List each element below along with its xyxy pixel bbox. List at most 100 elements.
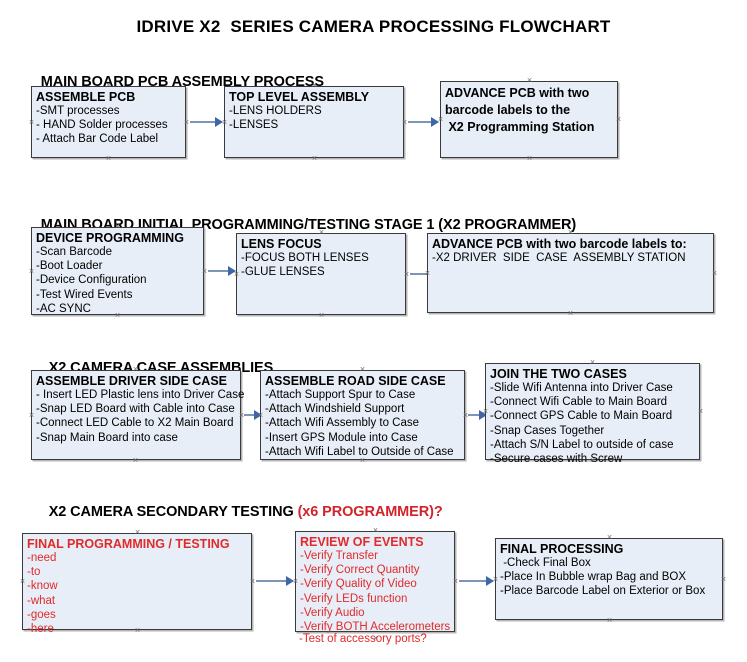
connection-handle-icon[interactable] [423,269,432,278]
connection-handle-icon[interactable] [113,311,122,320]
connection-handle-icon[interactable] [27,267,36,276]
box-assemble-driver-side-case[interactable]: ASSEMBLE DRIVER SIDE CASE - Insert LED P… [31,370,245,460]
arrow-shaft [468,414,486,416]
box-line: -need [27,552,57,564]
section-heading-red-suffix: (x6 PROGRAMMER)? [297,504,443,520]
box-line: -Verify LEDs function [300,592,408,605]
connection-handle-icon[interactable] [310,154,319,163]
box-line: -Place Barcode Label on Exterior or Box [500,585,706,598]
arrow-assemble-pcb-to-top-level-assembly [190,117,223,127]
box-line: -Boot Loader [36,260,103,273]
connection-handle-icon[interactable] [525,154,534,163]
box-line: -Connect GPS Cable to Main Board [490,410,673,423]
connection-handle-icon[interactable] [104,154,113,163]
connection-handle-icon[interactable] [220,118,229,127]
box-line: -goes [27,608,56,621]
section-heading-x2-camera-secondary-testing: X2 CAMERA SECONDARY TESTING (x6 PROGRAMM… [33,488,443,536]
connection-handle-icon[interactable] [566,228,575,237]
connection-handle-icon[interactable] [588,358,597,367]
connection-handle-icon[interactable] [371,526,380,535]
connection-handle-icon[interactable] [133,626,142,635]
box-line: -Connect LED Cable to X2 Main Board [36,417,234,430]
connection-handle-icon[interactable] [27,118,36,127]
box-line: -Verify Quality of Video [300,578,417,591]
box-title: ADVANCE PCB with two barcode labels to: [432,237,687,251]
connection-handle-icon[interactable] [232,270,241,279]
connection-handle-icon[interactable] [605,533,614,542]
connection-handle-icon[interactable] [371,634,380,643]
connection-handle-icon[interactable] [18,577,27,586]
box-line: - Insert LED Plastic lens into Driver Ca… [36,389,245,401]
box-line: -to [27,566,41,579]
box-line: -AC SYNC [36,302,91,315]
connection-handle-icon[interactable] [566,309,575,318]
connection-handle-icon[interactable] [133,528,142,537]
box-line: -Attach Windshield Support [265,403,405,416]
connection-handle-icon[interactable] [719,575,728,584]
connection-handle-icon[interactable] [291,577,300,586]
connection-handle-icon[interactable] [491,575,500,584]
box-line: -Snap LED Board with Cable into Case [36,403,235,416]
arrow-shaft [208,270,235,272]
box-top-level-assembly[interactable]: TOP LEVEL ASSEMBLY -LENS HOLDERS -LENSES [224,86,404,158]
arrow-shaft [256,580,293,582]
box-line: barcode labels to the [445,103,571,117]
box-line: -GLUE LENSES [241,266,325,279]
box-line: -Verify BOTH Accelerometers [300,621,451,634]
box-title: TOP LEVEL ASSEMBLY [229,90,370,104]
connection-handle-icon[interactable] [131,365,140,374]
box-line: -Scan Barcode [36,246,113,258]
box-title: ASSEMBLE PCB [36,90,136,104]
box-line: -Verify Audio [300,606,365,619]
arrow-head-icon [215,117,223,127]
box-advance-pcb-to-driver-side-case[interactable]: ADVANCE PCB with two barcode labels to: … [427,233,714,313]
box-device-programming[interactable]: DEVICE PROGRAMMING -Scan Barcode -Boot L… [31,227,204,315]
connection-handle-icon[interactable] [588,456,597,465]
arrow-review-of-events-to-final-processing [459,576,494,586]
connection-handle-icon[interactable] [27,411,36,420]
box-review-of-events[interactable]: REVIEW OF EVENTS -Verify Transfer -Verif… [295,531,455,634]
connection-handle-icon[interactable] [710,269,719,278]
arrow-shaft [244,414,261,416]
connection-handle-icon[interactable] [436,115,445,124]
box-line: -Test Wired Events [36,288,133,301]
box-advance-pcb-to-programming-station[interactable]: ADVANCE PCB with two barcode labels to t… [440,81,618,158]
connection-handle-icon[interactable] [525,76,534,85]
box-line: -Snap Cases Together [490,424,605,437]
connection-handle-icon[interactable] [317,311,326,320]
box-line: - HAND Solder processes [36,119,168,132]
connection-handle-icon[interactable] [481,407,490,416]
connection-handle-icon[interactable] [113,222,122,231]
connection-handle-icon[interactable] [614,115,623,124]
connection-handle-icon[interactable] [358,456,367,465]
box-title: DEVICE PROGRAMMING [36,231,184,245]
box-line: -here [27,623,54,636]
box-assemble-road-side-case[interactable]: ASSEMBLE ROAD SIDE CASE -Attach Support … [260,370,465,460]
box-line: -FOCUS BOTH LENSES [241,252,369,264]
connection-handle-icon[interactable] [317,228,326,237]
box-line: -Place In Bubble wrap Bag and BOX [500,571,687,584]
box-join-the-two-cases[interactable]: JOIN THE TWO CASES -Slide Wifi Antenna i… [485,363,700,465]
connection-handle-icon[interactable] [104,81,113,90]
box-line: -Attach Wifi Assembly to Case [265,417,420,430]
arrow-head-icon [286,576,294,586]
connection-handle-icon[interactable] [358,365,367,374]
box-line: -Attach Wifi Label to Outside of Case [265,445,454,458]
connection-handle-icon[interactable] [256,411,265,420]
connection-handle-icon[interactable] [605,616,614,625]
box-line: ADVANCE PCB with two [445,86,590,100]
box-assemble-pcb[interactable]: ASSEMBLE PCB -SMT processes - HAND Solde… [31,86,186,158]
box-line: -Slide Wifi Antenna into Driver Case [490,382,673,394]
box-lens-focus[interactable]: LENS FOCUS -FOCUS BOTH LENSES -GLUE LENS… [236,233,406,315]
box-final-programming-testing[interactable]: FINAL PROGRAMMING / TESTING -need -to -k… [22,533,252,635]
box-title: ASSEMBLE DRIVER SIDE CASE [36,374,228,388]
box-overflow-line: -Test of accessory ports? [299,633,427,645]
connection-handle-icon[interactable] [131,456,140,465]
arrow-top-level-assembly-to-advance-pcb [408,117,439,127]
connection-handle-icon[interactable] [310,81,319,90]
box-title: FINAL PROGRAMMING / TESTING [27,537,230,551]
box-line: -Secure cases with Screw [490,453,623,466]
box-final-processing[interactable]: FINAL PROCESSING -Check Final Box -Place… [495,538,723,620]
connection-handle-icon[interactable] [696,407,705,416]
box-line: -Attach S/N Label to outside of case [490,438,674,451]
